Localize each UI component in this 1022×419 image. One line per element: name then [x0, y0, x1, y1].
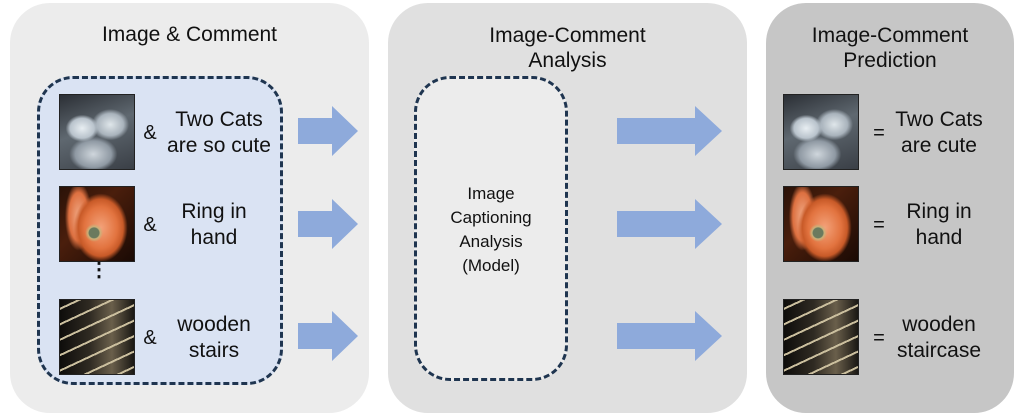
ring-in-hand-image	[59, 186, 135, 262]
cats-image	[783, 94, 859, 170]
prediction-comment-1: Two Cats are cute	[895, 108, 983, 157]
right-arrow-icon	[617, 311, 722, 361]
panel-title-prediction: Image-Comment Prediction	[811, 24, 969, 72]
ampersand: &	[143, 214, 157, 236]
wooden-stairs-image	[783, 299, 859, 375]
equals-sign: =	[873, 327, 885, 349]
more-items-ellipsis: ⋮	[89, 259, 109, 281]
cats-image	[59, 94, 135, 170]
model-label: Image Captioning Analysis (Model)	[450, 184, 532, 275]
ampersand: &	[143, 122, 157, 144]
right-arrow-icon	[617, 106, 722, 156]
input-comment-1: Two Cats are so cute	[167, 108, 271, 157]
model-box	[414, 76, 568, 381]
equals-sign: =	[873, 214, 885, 236]
input-comment-3: wooden stairs	[177, 313, 251, 362]
ring-in-hand-image	[783, 186, 859, 262]
ampersand: &	[143, 327, 157, 349]
prediction-comment-3: wooden staircase	[896, 313, 982, 362]
wooden-stairs-image	[59, 299, 135, 375]
right-arrow-icon	[298, 106, 358, 156]
panel-title-analysis: Image-Comment Analysis	[489, 24, 646, 72]
prediction-comment-2: Ring in hand	[906, 200, 972, 249]
right-arrow-icon	[617, 199, 722, 249]
input-comment-2: Ring in hand	[181, 200, 247, 249]
equals-sign: =	[873, 122, 885, 144]
right-arrow-icon	[298, 311, 358, 361]
panel-title-input: Image & Comment	[101, 23, 278, 46]
right-arrow-icon	[298, 199, 358, 249]
